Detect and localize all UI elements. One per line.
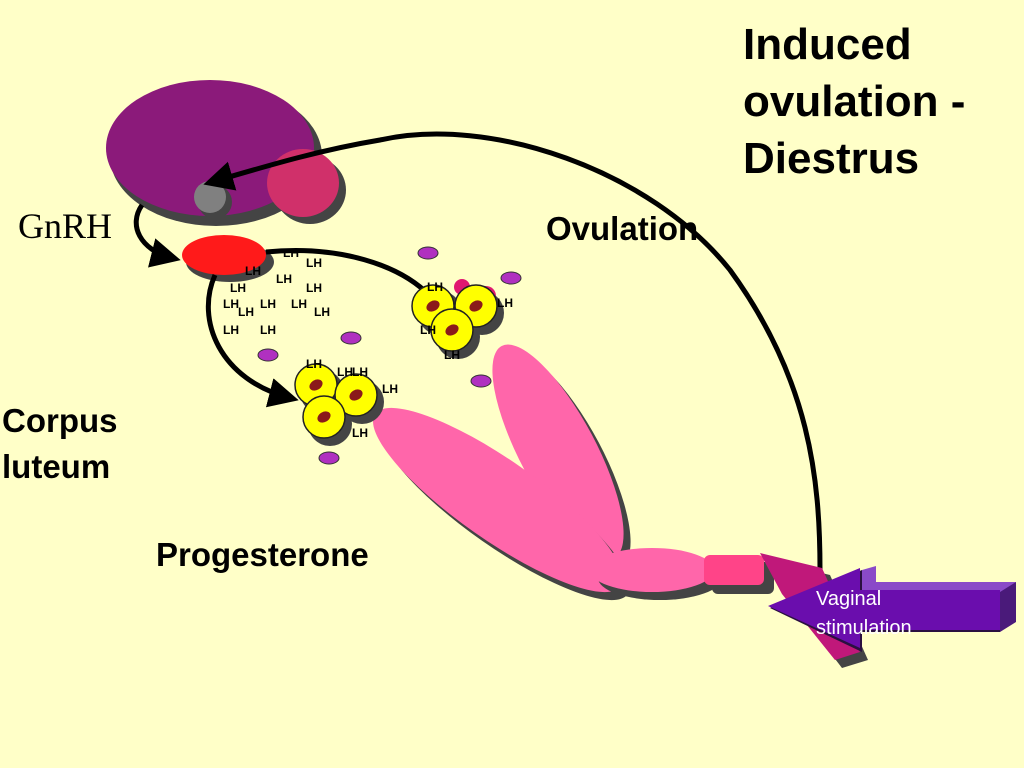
lh-label: LH — [245, 264, 261, 278]
hormone-particle — [417, 246, 439, 260]
cervix — [704, 555, 774, 594]
lh-label: LH — [238, 305, 254, 319]
lh-label: LH — [352, 365, 368, 379]
posterior-pituitary — [267, 149, 346, 224]
hormone-particle — [470, 374, 492, 388]
lh-label: LH — [306, 281, 322, 295]
title-line-2: ovulation - — [743, 77, 966, 126]
hormone-particle — [340, 331, 362, 345]
gnrh-arrow — [133, 203, 181, 268]
corpus-luteum-label: Corpus luteum — [2, 398, 118, 490]
lh-label: LH — [420, 323, 436, 337]
lh-label: LH — [283, 246, 299, 260]
title-line-1: Induced — [743, 20, 912, 69]
corpus-label-line-2: luteum — [2, 448, 111, 485]
lh-label: LH — [352, 426, 368, 440]
uterine-horn-right — [492, 344, 631, 568]
uterine-body — [590, 548, 722, 600]
corpus-luteum-follicles — [294, 363, 384, 446]
lh-label: LH — [427, 280, 443, 294]
lh-label: LH — [306, 256, 322, 270]
progesterone-label: Progesterone — [156, 536, 369, 573]
lh-label: LH — [382, 382, 398, 396]
hormone-particles — [257, 246, 522, 465]
lh-label: LH — [306, 357, 322, 371]
lh-label: LH — [223, 323, 239, 337]
hormone-particle — [257, 348, 279, 362]
lh-label: LH — [337, 365, 353, 379]
lh-label: LH — [260, 297, 276, 311]
lh-label: LH — [276, 272, 292, 286]
lh-label: LH — [230, 281, 246, 295]
vaginal-label-line-1: Vaginal — [816, 588, 882, 610]
corpus-label-line-1: Corpus — [2, 402, 118, 439]
lh-label: LH — [223, 297, 239, 311]
uterine-horn-left — [373, 407, 630, 601]
vaginal-stimulation-arrow — [768, 566, 1016, 652]
vaginal-label-line-2: stimulation — [816, 617, 912, 639]
lh-label: LH — [314, 305, 330, 319]
lh-label: LH — [260, 323, 276, 337]
feedback-arc — [203, 131, 823, 571]
ovulating-follicles — [411, 279, 504, 359]
slide-title: Induced ovulation - Diestrus — [743, 16, 1023, 187]
lh-labels: LH LH LH LH LH LH LH LH LH LH LH LH LH L… — [223, 246, 513, 440]
vaginal-stimulation-label: Vaginal stimulation — [816, 585, 912, 643]
hormone-particle — [500, 271, 522, 285]
lh-to-follicle-arrow — [265, 248, 432, 298]
hormone-particle — [318, 451, 340, 465]
lh-to-corpus-arrow — [205, 273, 299, 408]
lh-label: LH — [497, 296, 513, 310]
anterior-pituitary — [182, 235, 274, 282]
lh-label: LH — [291, 297, 307, 311]
ovulation-label: Ovulation — [546, 210, 699, 247]
gnrh-label: GnRH — [18, 206, 113, 246]
title-line-3: Diestrus — [743, 134, 920, 183]
lh-label: LH — [444, 348, 460, 362]
